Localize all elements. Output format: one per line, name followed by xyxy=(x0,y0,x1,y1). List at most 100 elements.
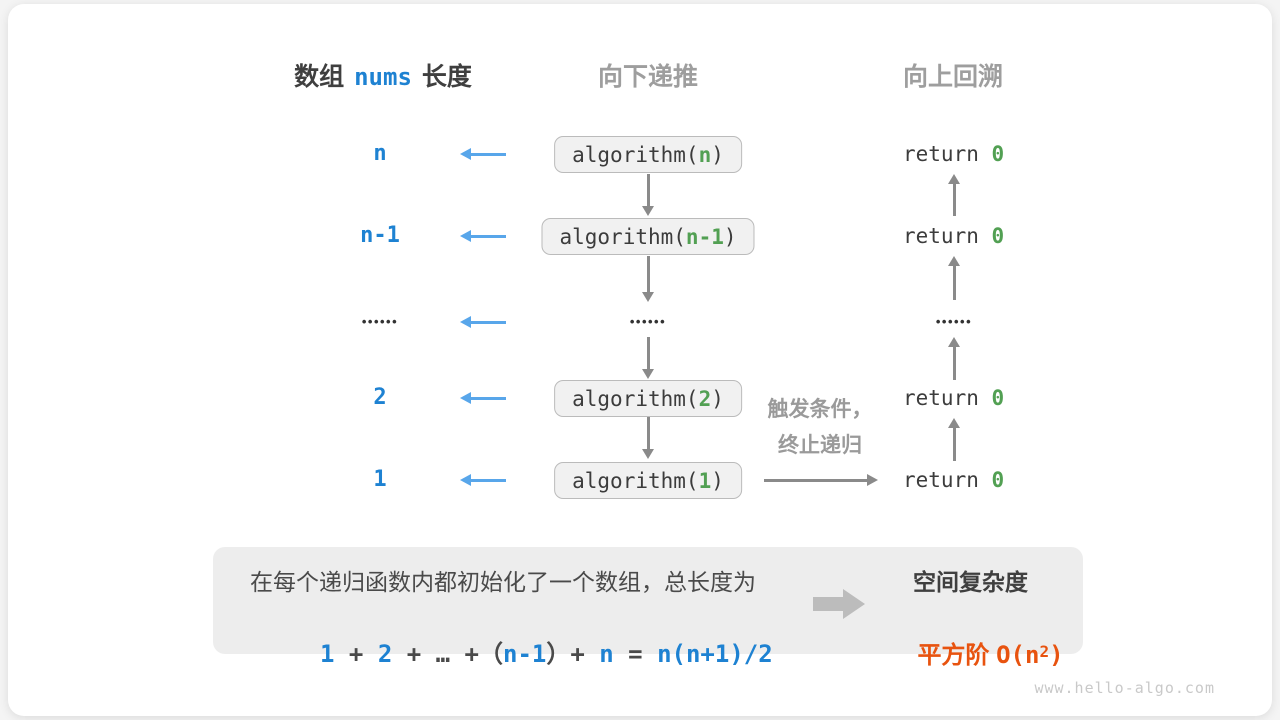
formula-operator: + xyxy=(570,640,600,668)
formula-operator: + xyxy=(334,640,378,668)
call-box-n-1: algorithm(n-1) xyxy=(541,218,755,255)
big-o-suffix: ) xyxy=(1049,641,1064,669)
return-statement-4: return 0 xyxy=(903,465,1004,495)
annotation-terminate-recursion: 触发条件， 终止递归 xyxy=(760,392,880,464)
up-arrow-4 xyxy=(948,418,960,461)
watermark: www.hello-algo.com xyxy=(1034,679,1215,697)
left-arrowhead-icon xyxy=(460,148,471,160)
return-value: 0 xyxy=(991,468,1005,492)
formula-term: n xyxy=(599,640,614,668)
header-length-label: 长度 xyxy=(421,63,472,91)
return-statement-1: return 0 xyxy=(903,139,1004,169)
complexity-name: 平方阶 xyxy=(917,642,997,669)
formula-paren: ） xyxy=(546,641,571,668)
call-text: ) xyxy=(723,224,737,249)
left-arrow-row2 xyxy=(460,230,506,242)
up-arrowhead-icon xyxy=(948,174,960,184)
return-value: 0 xyxy=(991,386,1005,410)
call-text: ) xyxy=(711,386,724,411)
annotation-line2: 终止递归 xyxy=(778,434,862,457)
call-dots: •••••• xyxy=(629,314,667,329)
call-param: n xyxy=(698,142,712,167)
left-arrow-line xyxy=(471,234,506,238)
call-param: 2 xyxy=(698,386,712,411)
big-o-notation: O(n2) xyxy=(996,641,1063,669)
diagram-card: 数组 nums 长度 向下递推 向上回溯 n n-1 •••••• 2 1 al… xyxy=(8,4,1272,716)
up-arrow-3 xyxy=(948,337,960,380)
call-text: algorithm( xyxy=(559,224,686,249)
summary-formula: 1 + 2 + … +（n-1）+ n = n(n+1)/2 xyxy=(213,603,793,668)
formula-result: n(n+1)/2 xyxy=(657,640,773,668)
down-arrowhead-icon xyxy=(642,206,654,216)
down-arrowhead-icon xyxy=(642,369,654,379)
implies-arrowhead xyxy=(843,589,865,619)
down-arrow-1 xyxy=(642,174,654,216)
left-arrowhead-icon xyxy=(460,316,471,328)
formula-operator: + xyxy=(450,640,479,668)
summary-box: 在每个递归函数内都初始化了一个数组，总长度为 1 + 2 + … +（n-1）+… xyxy=(213,547,1083,669)
left-arrowhead-icon xyxy=(460,474,471,486)
up-arrow-line xyxy=(952,184,956,216)
return-keyword: return xyxy=(903,224,992,248)
annotation-line1: 触发条件， xyxy=(767,398,873,421)
return-keyword: return xyxy=(903,142,992,166)
implies-arrow-body xyxy=(813,597,843,611)
return-statement-3: return 0 xyxy=(903,383,1004,413)
header-backtrack-up: 向上回溯 xyxy=(902,63,1003,91)
call-text: algorithm( xyxy=(572,142,699,167)
down-arrowhead-icon xyxy=(642,292,654,302)
return-keyword: return xyxy=(903,386,992,410)
call-box-n: algorithm(n) xyxy=(554,136,742,173)
down-arrow-line xyxy=(646,256,650,292)
left-arrow-row4 xyxy=(460,392,506,404)
formula-term: 1 xyxy=(320,640,335,668)
length-label-1: 1 xyxy=(373,467,387,492)
header-recurse-down: 向下递推 xyxy=(597,63,698,91)
length-label-n-1: n-1 xyxy=(360,223,400,248)
header-array-length: 数组 nums 长度 xyxy=(283,59,483,95)
left-arrowhead-icon xyxy=(460,392,471,404)
big-o-exponent: 2 xyxy=(1039,642,1050,661)
up-arrowhead-icon xyxy=(948,418,960,428)
implies-arrow-icon xyxy=(813,589,865,619)
return-statement-2: return 0 xyxy=(903,221,1004,251)
length-dots: •••••• xyxy=(361,314,399,329)
up-arrow-line xyxy=(952,428,956,461)
formula-term: n-1 xyxy=(503,640,547,668)
nums-code-label: nums xyxy=(354,63,412,91)
call-text: algorithm( xyxy=(572,386,699,411)
down-arrow-line xyxy=(646,174,650,206)
length-label-2: 2 xyxy=(373,385,387,410)
right-arrowhead-icon xyxy=(867,474,878,486)
up-arrow-line xyxy=(952,347,956,380)
call-text: algorithm( xyxy=(572,468,699,493)
left-arrow-row5 xyxy=(460,474,506,486)
left-arrow-line xyxy=(471,478,506,482)
formula-operator: + xyxy=(392,640,436,668)
left-arrowhead-icon xyxy=(460,230,471,242)
up-arrow-line xyxy=(952,266,956,300)
call-box-1: algorithm(1) xyxy=(554,462,742,499)
up-arrowhead-icon xyxy=(948,256,960,266)
formula-ellipsis: … xyxy=(435,640,451,668)
return-value: 0 xyxy=(991,142,1005,166)
down-arrow-line xyxy=(646,417,650,449)
down-arrow-4 xyxy=(642,417,654,459)
left-arrow-row1 xyxy=(460,148,506,160)
base-case-arrow-line xyxy=(764,478,867,482)
up-arrowhead-icon xyxy=(948,337,960,347)
complexity-title: 空间复杂度 xyxy=(913,569,1028,595)
left-arrow-line xyxy=(471,152,506,156)
left-arrow-line xyxy=(471,320,506,324)
call-text: ) xyxy=(711,142,724,167)
call-text: ) xyxy=(711,468,724,493)
left-arrow-row3 xyxy=(460,316,506,328)
length-label-n: n xyxy=(373,141,387,166)
down-arrow-line xyxy=(646,337,650,369)
big-o-prefix: O(n xyxy=(996,641,1040,669)
return-keyword: return xyxy=(903,468,992,492)
summary-description: 在每个递归函数内都初始化了一个数组，总长度为 xyxy=(250,569,756,595)
complexity-value: 平方阶 O(n2) xyxy=(868,601,1073,669)
call-param: n-1 xyxy=(685,224,724,249)
down-arrow-3 xyxy=(642,337,654,379)
